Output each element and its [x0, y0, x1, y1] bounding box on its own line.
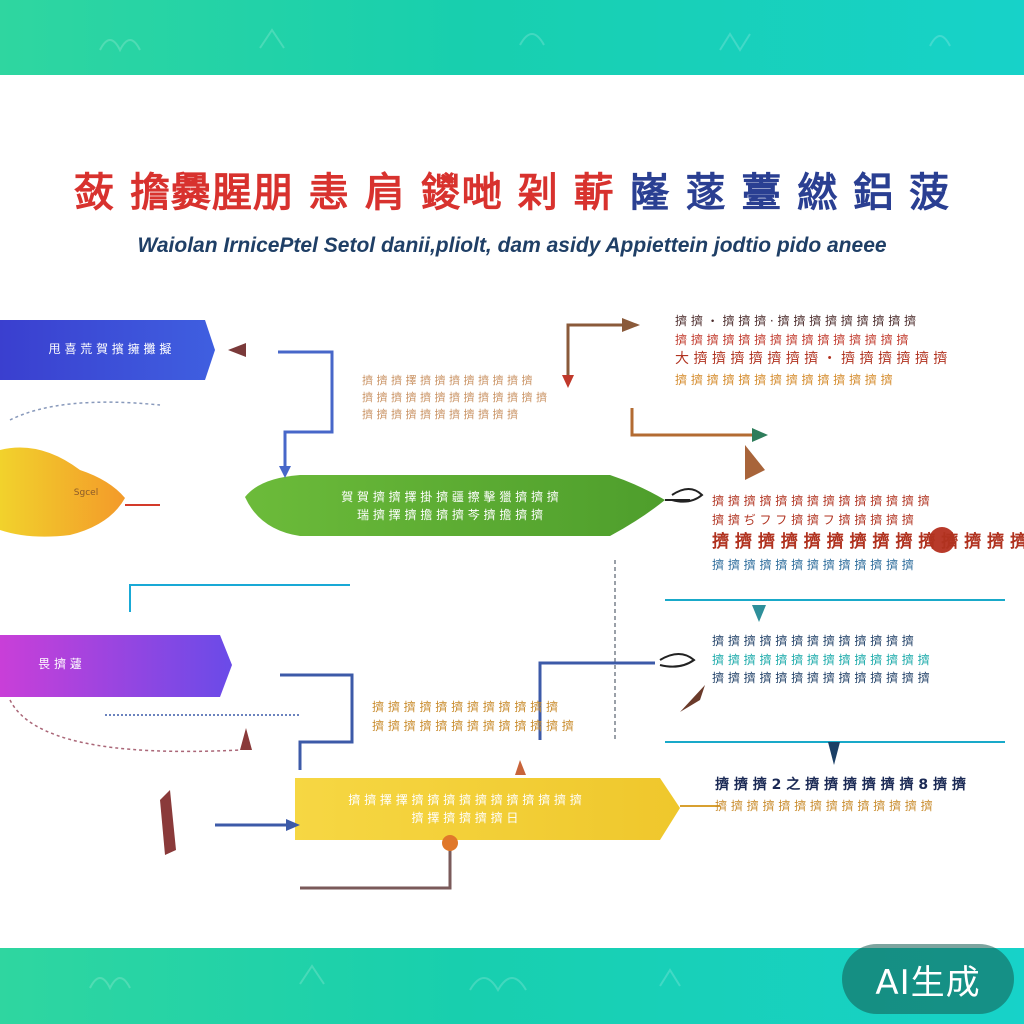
note-line: 擠 擠 擠 擠 擠 擠 擠 擠 擠 擠 擠 擠 擠 擠	[712, 494, 930, 508]
connector-line	[9, 401, 161, 421]
swirl-icon	[659, 653, 696, 668]
blue-node	[0, 320, 215, 380]
title-navy-part: 嶐 蓫 薹 繎 鋁 菠	[629, 170, 951, 216]
top-banner	[0, 0, 1024, 75]
note-line: 擠 擠 擠 擠 擠 擠 擠 擠 擠 擠 擠 擠 擠	[712, 557, 914, 572]
feather-icon	[680, 685, 705, 712]
right-lower-note: 擠 擠 擠 擠 擠 擠 擠 擠 擠 擠 擠 擠 擠 擠 擠 擠 擠 擠 擠 擠 …	[712, 632, 930, 688]
arrow-down-icon	[562, 375, 574, 388]
arrow-down-icon	[828, 742, 840, 765]
connector-dot-icon	[442, 835, 458, 851]
yellow-bottom-node-text: 擠 擠 擇 擇 擠 擠 擠 擠 擠 擠 擠 擠 擠 擠 擠 擠 擇 擠 擠 擠 …	[300, 791, 630, 827]
note-line: 擠 擠 ぢ フ フ 擠 擠 フ 擠 擠 擠 擠 擠	[712, 512, 914, 527]
green-node-line: 瑞 擠 擇 擠 擔 擠 擠 芩 擠 擔 擠 擠	[357, 508, 543, 522]
green-node-text: 賀 賀 擠 擠 擇 掛 擠 疆 擦 擊 獵 擠 擠 擠 瑞 擠 擇 擠 擔 擠 …	[300, 488, 600, 524]
red-blob-icon	[929, 527, 955, 553]
connector-line	[9, 699, 241, 753]
note-line: 擠 擠 擠 擠 擠 擠 擠 擠 擠 擠 擠 擠 擠 擠	[712, 652, 930, 667]
right-mid-note: 擠 擠 擠 擠 擠 擠 擠 擠 擠 擠 擠 擠 擠 擠 擠 擠 ぢ フ フ 擠 …	[712, 492, 1024, 574]
note-line: 擠 擠 擠 擠 擠 擠 擠 擠 擠 擠 擠 擠 擠 擠 擠	[675, 332, 909, 347]
note-line: 大 擠 擠 擠 擠 擠 擠 擠 ・ 擠 擠 擠 擠 擠 擠	[675, 351, 948, 368]
feather-icon	[160, 790, 176, 855]
note-line: 擠 擠 擠 擠 擠 擠 擠 擠 擠 擠 擠	[362, 408, 518, 422]
yellow-left-node	[0, 447, 125, 537]
purple-node	[0, 635, 232, 697]
banner-pattern	[89, 964, 681, 992]
arrow-heads	[160, 318, 955, 855]
note-line: 擠 擠 擠 擠 擠 擠 擠 擠 擠 擠 擠 擠	[372, 700, 558, 714]
yellow-bottom-line: 擠 擠 擇 擇 擠 擠 擠 擠 擠 擠 擠 擠 擠 擠 擠	[348, 793, 582, 807]
green-node-line: 賀 賀 擠 擠 擇 掛 擠 疆 擦 擊 獵 擠 擠 擠	[341, 490, 559, 504]
connector-line	[300, 845, 452, 890]
right-bottom-note: 擠 擠 擠 2 之 擠 擠 擠 擠 擠 擠 8 擠 擠 擠 擠 擠 擠 擠 擠 …	[715, 775, 966, 815]
banner-pattern	[99, 28, 951, 53]
note-line: 擠 擠 擠 擠 擠 擠 擠 擠 擠 擠 擠 擠 擠 擠	[715, 798, 933, 813]
note-line: 擠 擠 擠 擠 擠 擠 擠 擠 擠 擠 擠 擠 擠	[362, 391, 547, 405]
arrow-right-icon	[752, 428, 768, 442]
yellow-bottom-line: 擠 擇 擠 擠 擠 擠 日	[411, 811, 519, 825]
note-line: 擠 擠 擠 擠 擠 擠 擠 擠 擠 擠 擠 擠 擠	[712, 634, 914, 648]
arrow-left-icon	[228, 343, 246, 357]
green-node	[245, 475, 665, 536]
connector-line	[538, 661, 655, 740]
connector-lines	[9, 323, 1005, 890]
right-top-note: 擠 擠 ・ 擠 擠 擠 · 擠 擠 擠 擠 擠 擠 擠 擠 擠 擠 擠 擠 擠 …	[675, 312, 947, 389]
connector-line	[278, 350, 334, 470]
yellow-left-node-label: Sgcel	[73, 488, 99, 498]
connector-line	[280, 673, 354, 770]
blue-node-label: 甩 喜 荒 賀 擯 擁 攤 擬	[48, 342, 172, 356]
note-line: 擠 擠 擠 擠 擠 擠 擠 擠 擠 擠 擠 擠 擠 擠	[712, 532, 1024, 553]
ai-generated-badge: AI生成	[842, 944, 1014, 1014]
mid-center-note: 擠 擠 擠 擠 擠 擠 擠 擠 擠 擠 擠 擠 擠 擠 擠 擠 擠 擠 擠 擠 …	[372, 698, 574, 735]
feather-icon	[240, 728, 252, 750]
arrow-down-icon	[752, 605, 766, 622]
upper-center-note: 擠 擠 擠 擇 擠 擠 擠 擠 擠 擠 擠 擠 擠 擠 擠 擠 擠 擠 擠 擠 …	[362, 372, 547, 423]
note-line: 擠 擠 ・ 擠 擠 擠 · 擠 擠 擠 擠 擠 擠 擠 擠 擠	[675, 314, 917, 328]
note-line: 擠 擠 擠 2 之 擠 擠 擠 擠 擠 擠 8 擠 擠	[715, 777, 966, 793]
feather-icon	[515, 760, 526, 775]
note-line: 擠 擠 擠 擠 擠 擠 擠 擠 擠 擠 擠 擠 擠 擠	[712, 671, 930, 686]
arrow-down-icon	[279, 466, 291, 478]
page-title: 蔹 擔爨腥朋 恚 肩 鑁哋 刴 蔪 嶐 蓫 薹 繎 鋁 菠	[0, 160, 1024, 218]
purple-node-label: 畏 擠 蘧	[38, 657, 82, 671]
swirl-icon	[671, 488, 704, 503]
arrow-right-icon	[286, 819, 300, 831]
leaf-ornament-icon	[745, 445, 765, 480]
note-line: 擠 擠 擠 擠 擠 擠 擠 擠 擠 擠 擠 擠 擠 擠	[675, 372, 893, 387]
note-line: 擠 擠 擠 擇 擠 擠 擠 擠 擠 擠 擠 擠	[362, 374, 533, 387]
note-line: 擠 擠 擠 擠 擠 擠 擠 擠 擠 擠 擠 擠 擠	[372, 718, 574, 733]
yellow-bottom-node	[295, 778, 680, 840]
page-subtitle: Waiolan IrnicePtel Setol danii,pliolt, d…	[137, 234, 887, 257]
connector-line	[630, 408, 755, 437]
title-red-part: 蔹 擔爨腥朋 恚 肩 鑁哋 刴 蔪	[73, 170, 615, 216]
arrow-right-icon	[622, 318, 640, 332]
connector-line	[129, 584, 350, 612]
connector-line	[566, 323, 622, 380]
